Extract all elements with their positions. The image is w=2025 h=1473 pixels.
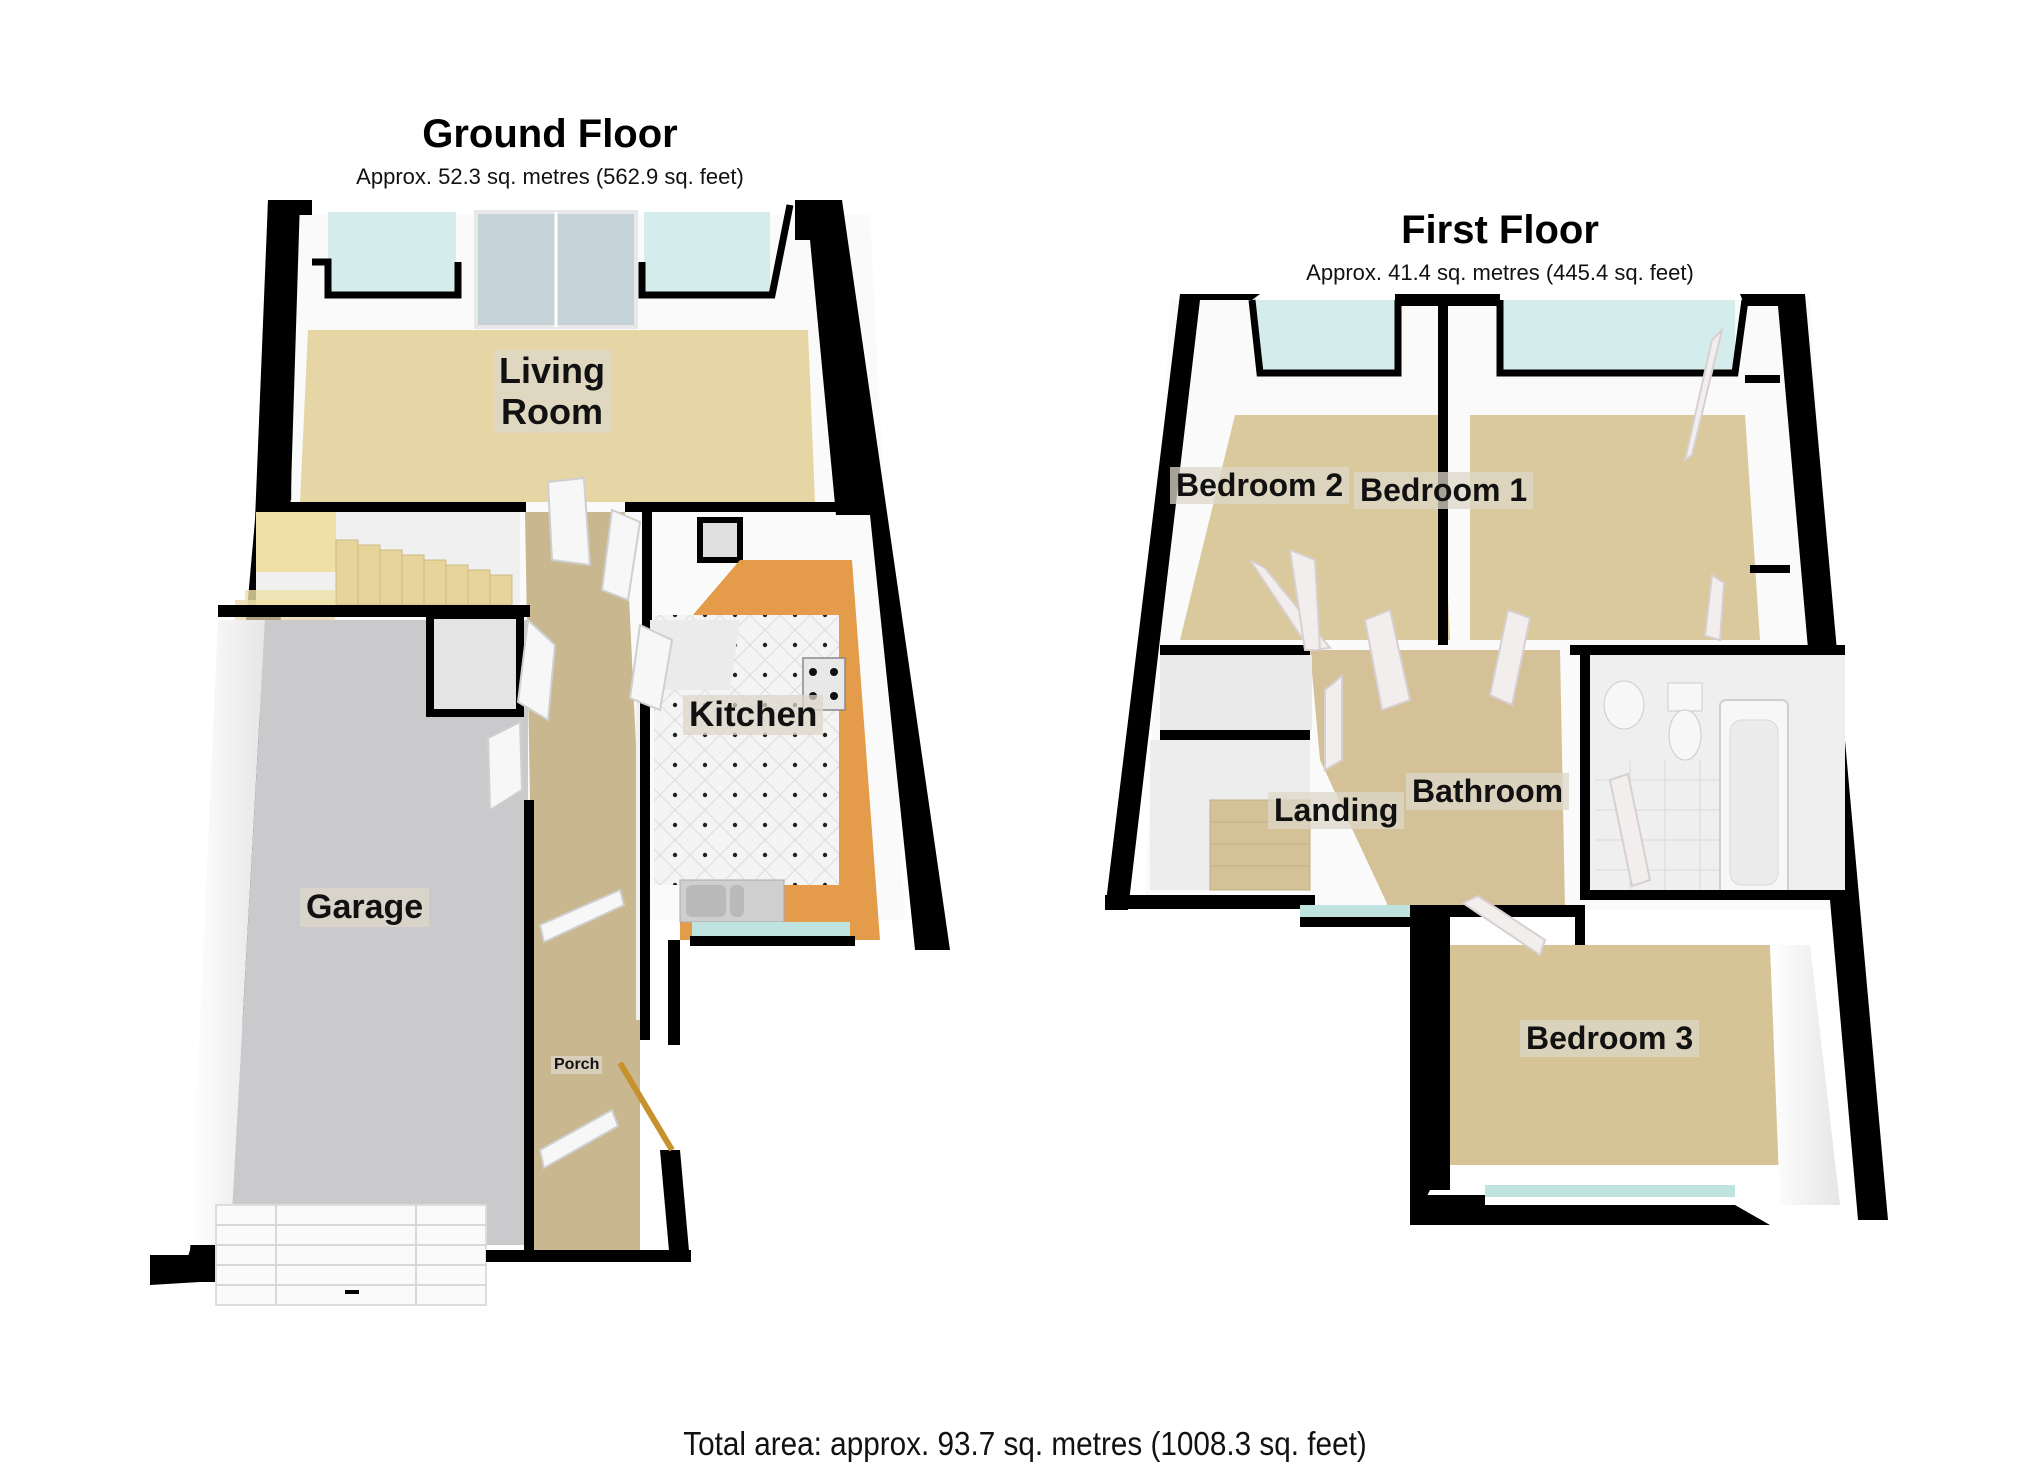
basin	[1603, 680, 1645, 730]
room-label-kitchen: Kitchen	[683, 695, 824, 736]
room-label-bedroom-2: Bedroom 2	[1170, 467, 1350, 504]
sink	[679, 879, 785, 923]
room-label-porch: Porch	[551, 1056, 603, 1075]
room-label-living-room: Living Room	[493, 350, 611, 433]
ground-doors	[486, 476, 674, 1170]
room-label-bedroom-1: Bedroom 1	[1354, 472, 1534, 509]
toilet	[1667, 682, 1703, 761]
room-label-bedroom-3: Bedroom 3	[1520, 1020, 1700, 1057]
total-area: Total area: approx. 93.7 sq. metres (100…	[683, 1425, 1367, 1462]
garage-floor	[230, 620, 528, 1245]
ground-floor-area: Approx. 52.3 sq. metres (562.9 sq. feet)	[356, 164, 744, 189]
first-doors	[1249, 326, 1726, 957]
room-label-garage: Garage	[300, 888, 430, 928]
kitchen	[640, 512, 880, 1040]
first-floor-plan	[1105, 294, 1888, 1225]
first-stairs	[1209, 799, 1311, 891]
room-label-landing: Landing	[1268, 792, 1405, 829]
hob	[802, 657, 846, 711]
room-label-bathroom: Bathroom	[1406, 773, 1570, 810]
ground-floor-title: Ground Floor	[422, 112, 678, 156]
bathtub	[1719, 699, 1789, 896]
bedroom-1-floor	[1470, 415, 1760, 640]
garage-door	[215, 1204, 487, 1306]
first-floor-title: First Floor	[1401, 208, 1599, 252]
first-floor-area: Approx. 41.4 sq. metres (445.4 sq. feet)	[1306, 260, 1694, 285]
